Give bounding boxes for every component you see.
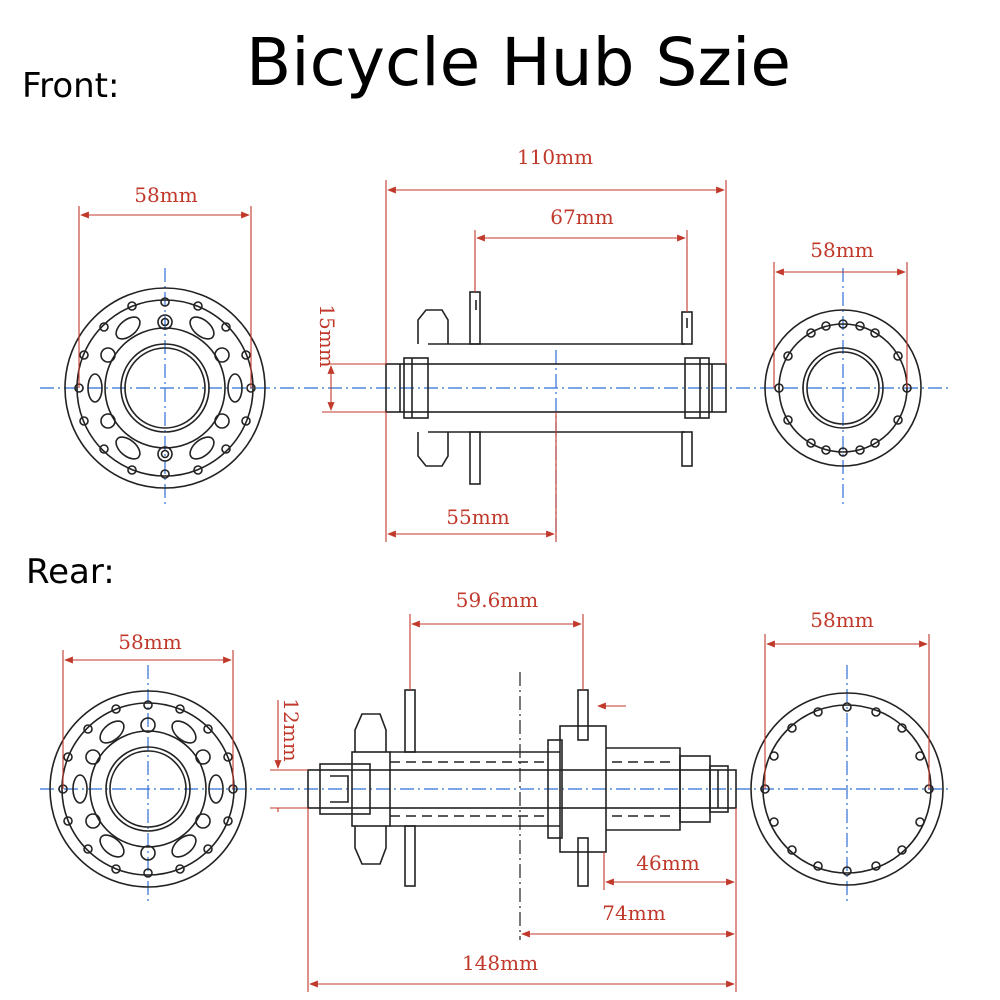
rear-left-flange-view [49,690,247,888]
rear-hub-side-view [307,689,737,887]
front-flange-right-label: 58mm [810,238,873,262]
rear-freehub-label: 46mm [636,851,699,875]
page-title: Bicycle Hub Szie [246,24,791,101]
front-label: Front: [22,66,120,106]
front-centerlines [40,268,950,540]
rear-center-offset-label: 74mm [602,901,665,925]
rear-flange-spacing-label: 59.6mm [456,588,538,612]
rear-centerlines [40,665,950,905]
rear-right-flange-view [750,692,944,886]
rear-label: Rear: [26,552,115,592]
rear-overall-label: 148mm [462,951,538,975]
front-overall-label: 110mm [517,145,593,169]
dimension-labels: 58mm 110mm 67mm 58mm 15mm 55mm 58mm 59.6… [118,145,873,975]
rear-flange-left-label: 58mm [118,630,181,654]
front-flange-left-label: 58mm [134,183,197,207]
dimension-lines [62,180,930,992]
front-axle-label: 15mm [315,304,339,367]
front-center-offset-label: 55mm [446,505,509,529]
rear-axle-label: 12mm [279,698,303,761]
front-flange-spacing-label: 67mm [550,205,613,229]
rear-flange-right-label: 58mm [810,608,873,632]
